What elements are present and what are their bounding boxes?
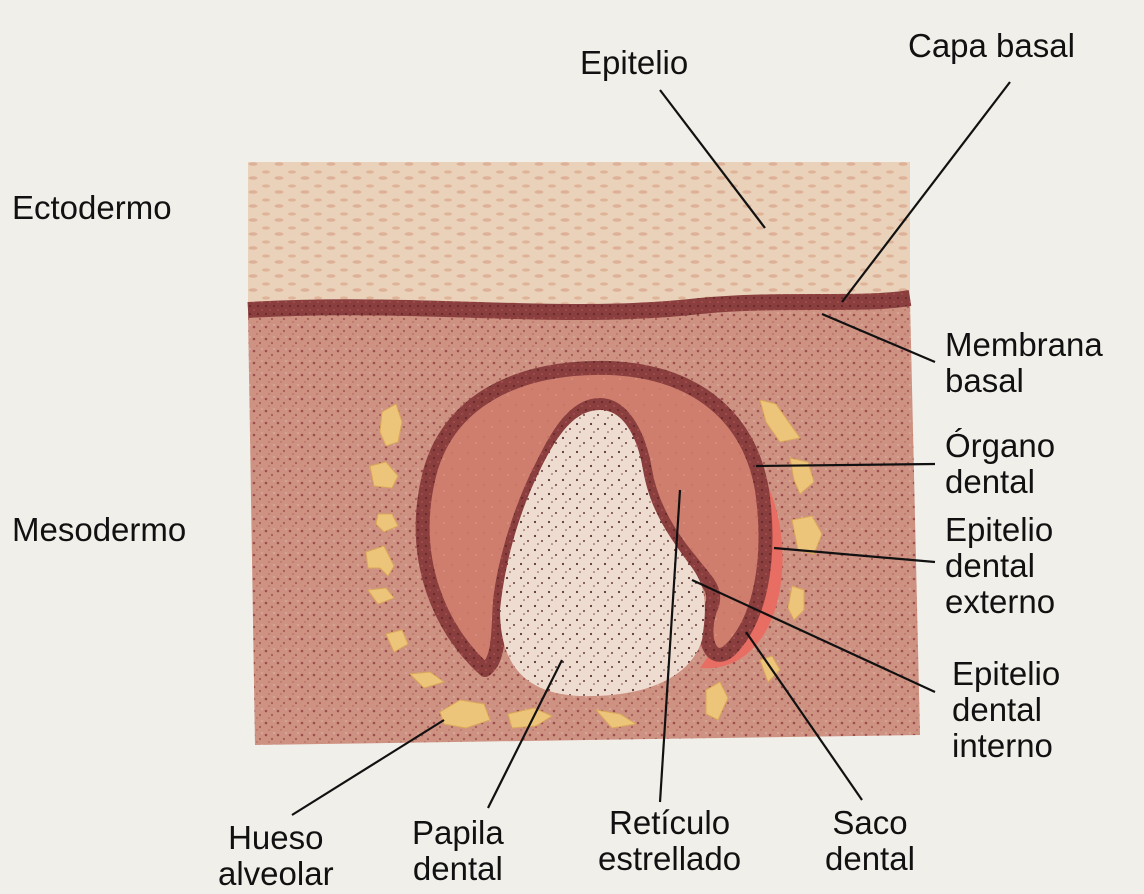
label-externo-line3: externo [945,584,1055,620]
label-hueso-line2: alveolar [218,856,334,892]
label-hueso-line1: Hueso [218,820,334,856]
label-papila-line1: Papila [412,815,504,851]
label-membrana-basal-line1: Membrana [945,327,1103,363]
label-epitelio-dental-externo: Epitelio dental externo [945,512,1055,620]
label-capa-basal: Capa basal [908,28,1075,64]
label-membrana-basal-line2: basal [945,363,1103,399]
label-reticulo-line2: estrellado [598,841,741,877]
label-organo-dental-line1: Órgano [945,428,1055,464]
label-interno-line3: interno [952,728,1060,764]
label-membrana-basal: Membrana basal [945,327,1103,399]
label-externo-line1: Epitelio [945,512,1055,548]
label-organo-dental: Órgano dental [945,428,1055,500]
label-interno-line2: dental [952,692,1060,728]
label-saco-dental: Saco dental [825,805,915,877]
label-hueso-alveolar: Hueso alveolar [218,820,334,892]
label-interno-line1: Epitelio [952,656,1060,692]
label-epitelio: Epitelio [580,45,688,81]
epithelium-layer [248,162,910,308]
label-mesodermo: Mesodermo [12,512,186,548]
label-reticulo-line1: Retículo [598,805,741,841]
label-ectodermo: Ectodermo [12,190,172,226]
label-papila-dental: Papila dental [412,815,504,887]
label-reticulo-estrellado: Retículo estrellado [598,805,741,877]
label-saco-line2: dental [825,841,915,877]
tissue-section [248,162,920,745]
label-organo-dental-line2: dental [945,464,1055,500]
label-epitelio-dental-interno: Epitelio dental interno [952,656,1060,764]
label-papila-line2: dental [412,851,504,887]
label-saco-line1: Saco [825,805,915,841]
label-externo-line2: dental [945,548,1055,584]
